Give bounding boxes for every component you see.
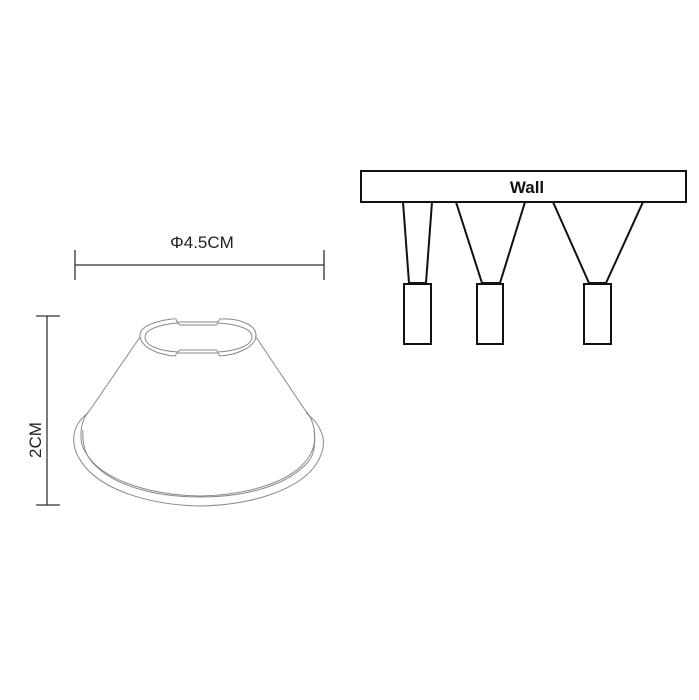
lamp-shade-drawing xyxy=(73,318,324,507)
shade-inner-opening xyxy=(144,322,253,353)
diameter-label: Φ4.5CM xyxy=(170,233,234,252)
wall-mount-diagram xyxy=(360,170,687,345)
diameter-dimension xyxy=(74,250,325,280)
shade-side-left xyxy=(89,336,141,411)
shade-base-rim xyxy=(73,412,324,507)
height-label: 2CM xyxy=(26,422,45,458)
wide-shade-profile xyxy=(551,201,645,284)
lamp-body-3 xyxy=(583,283,612,345)
height-dimension xyxy=(36,315,60,506)
shade-top-opening xyxy=(139,318,257,357)
shade-side-right xyxy=(255,336,306,411)
lamp-body-1 xyxy=(403,283,432,345)
shade-base-inner xyxy=(80,409,316,497)
shade-base-ring xyxy=(82,429,316,498)
lamp-body-2 xyxy=(476,283,504,345)
wall-label: Wall xyxy=(510,178,544,197)
narrow-shade-profile xyxy=(401,201,434,284)
medium-shade-profile xyxy=(454,201,527,284)
